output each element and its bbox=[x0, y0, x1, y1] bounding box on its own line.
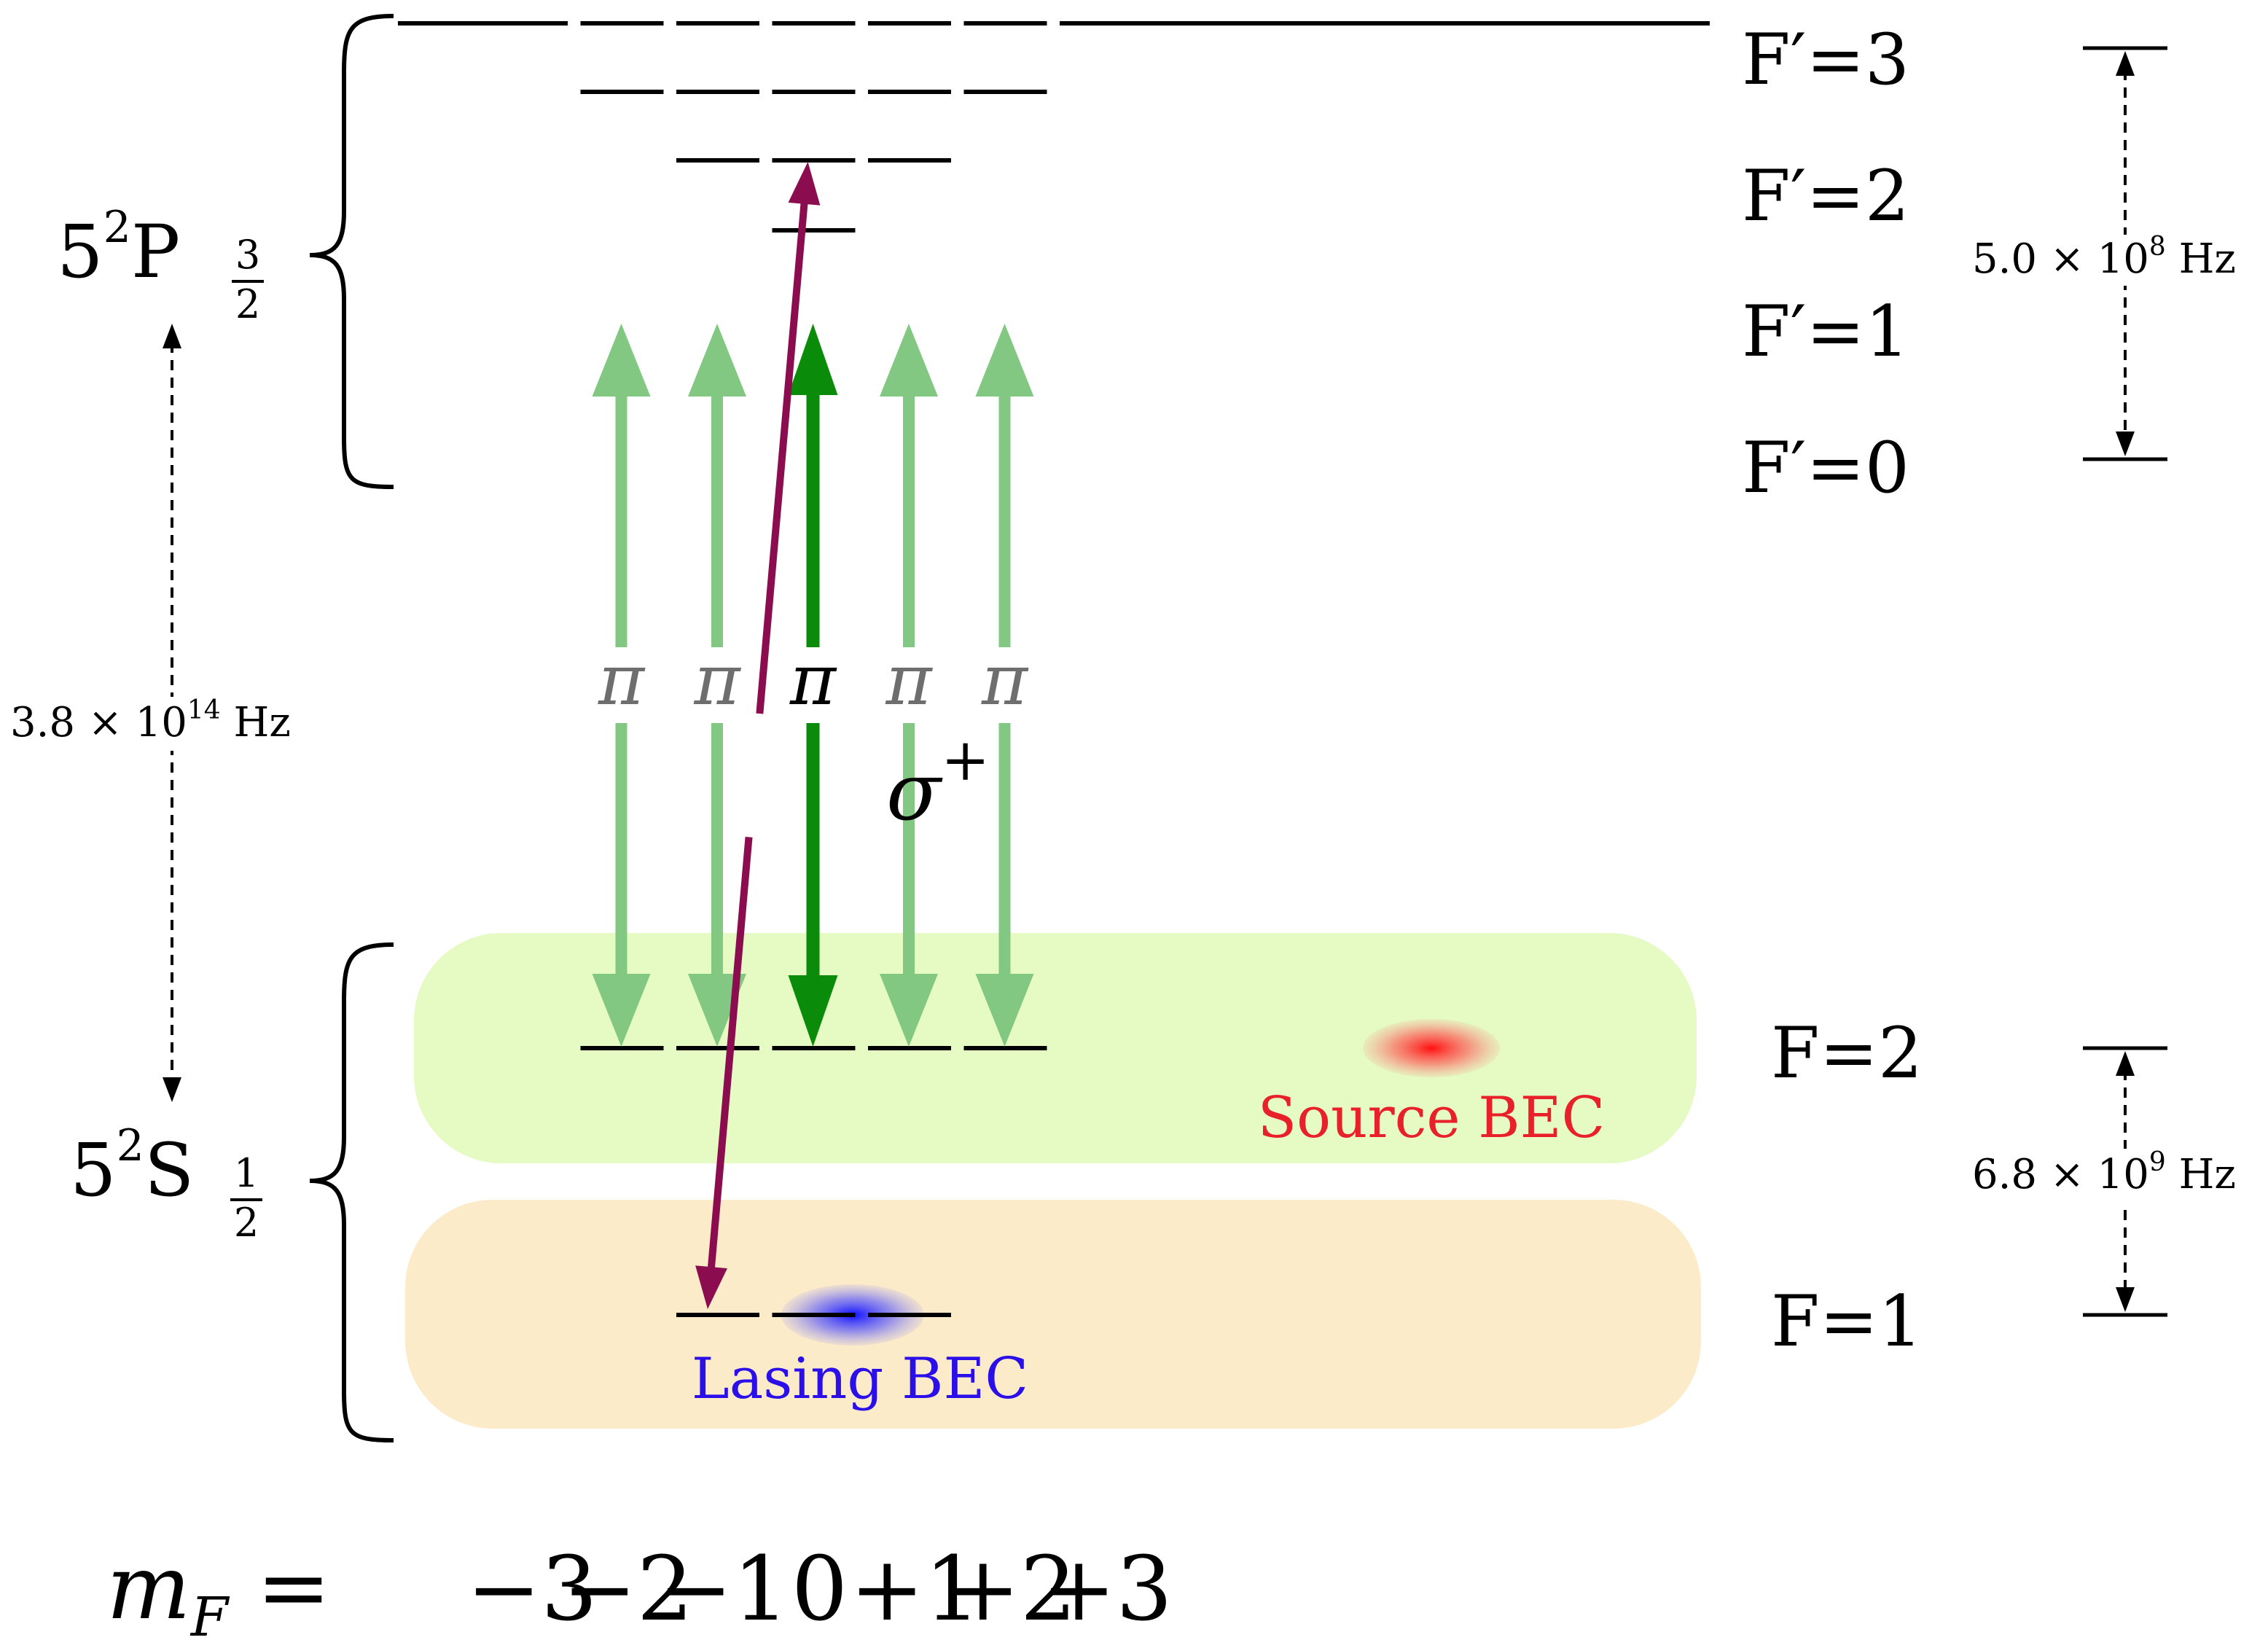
level-label-f2: F=2 bbox=[1771, 1012, 1923, 1094]
upper-manifold-frac-num: 3 bbox=[235, 232, 260, 278]
mf-value: −1 bbox=[658, 1537, 789, 1636]
manifold-braces bbox=[309, 14, 394, 1442]
pi-label: π bbox=[789, 639, 837, 721]
lower-hf-frequency-label: 6.8 × 109 Hz bbox=[1972, 1147, 2236, 1198]
lower-manifold-frac-den: 2 bbox=[234, 1200, 259, 1246]
upper-hf-label-bg bbox=[1972, 235, 2264, 286]
sigma-transition-arrow bbox=[695, 162, 821, 1309]
sigma-label: σ+ bbox=[886, 726, 990, 838]
pi-arrow-head-up bbox=[975, 324, 1034, 397]
mf-axis-label: mF = bbox=[106, 1536, 331, 1636]
level-lines bbox=[398, 21, 1710, 1317]
pi-transition: π bbox=[880, 324, 938, 1047]
source-bec-cloud bbox=[1363, 1019, 1500, 1077]
mf-value: −2 bbox=[563, 1537, 694, 1636]
pi-arrow-head-up bbox=[880, 324, 938, 397]
dimension-arrowhead bbox=[2116, 432, 2135, 456]
frequency-dimensions bbox=[7, 46, 2264, 1317]
lower-hf-label-bg bbox=[1972, 1149, 2264, 1203]
pi-transition: π bbox=[592, 324, 651, 1047]
pi-arrow-head-up bbox=[788, 324, 838, 395]
sigma-arrow-lower-shaft bbox=[707, 837, 753, 1272]
pi-transition-highlight: π bbox=[788, 324, 838, 1047]
f1-band bbox=[405, 1200, 1701, 1429]
pi-transition: π bbox=[975, 324, 1034, 1047]
pi-label: π bbox=[598, 639, 646, 721]
sigma-arrow-head bbox=[695, 1265, 727, 1309]
dimension-arrowhead bbox=[2116, 1287, 2135, 1312]
dimension-arrowhead bbox=[163, 1077, 181, 1102]
lower-manifold-frac-num: 1 bbox=[234, 1150, 259, 1196]
lasing-bec-label: Lasing BEC bbox=[692, 1346, 1028, 1412]
source-bec-label: Source BEC bbox=[1258, 1085, 1606, 1151]
upper-manifold-label: 52P bbox=[57, 202, 180, 294]
upper-manifold-brace bbox=[309, 14, 394, 489]
pi-arrow-head-down bbox=[880, 974, 938, 1047]
pi-label: π bbox=[693, 639, 741, 721]
level-label-fp3: F′=3 bbox=[1742, 19, 1909, 101]
lower-manifold-label: 52S bbox=[70, 1120, 194, 1213]
sigma-arrow-head bbox=[788, 162, 821, 206]
pi-arrow-head-down bbox=[788, 975, 838, 1047]
pi-arrow-head-up bbox=[592, 324, 651, 397]
pi-transition: π bbox=[688, 324, 746, 1047]
pi-arrow-head-down bbox=[975, 974, 1034, 1047]
optical-frequency-label: 3.8 × 1014 Hz bbox=[10, 695, 291, 746]
pi-label: π bbox=[981, 639, 1029, 721]
level-label-fp0: F′=0 bbox=[1742, 427, 1909, 509]
sigma-arrow-upper-shaft bbox=[756, 199, 808, 714]
lower-manifold-brace bbox=[309, 942, 394, 1442]
dimension-arrowhead bbox=[2116, 51, 2135, 76]
mf-value: +2 bbox=[946, 1537, 1077, 1636]
level-label-fp1: F′=1 bbox=[1742, 291, 1909, 372]
dimension-arrowhead bbox=[163, 324, 181, 348]
pi-label: π bbox=[885, 639, 933, 721]
upper-manifold-frac-den: 2 bbox=[235, 281, 260, 327]
optical-label-bg bbox=[7, 697, 328, 751]
level-label-fp2: F′=2 bbox=[1742, 155, 1909, 237]
mf-value: 0 bbox=[791, 1537, 848, 1636]
mf-value: −3 bbox=[466, 1537, 598, 1636]
pi-arrow-head-up bbox=[688, 324, 746, 397]
upper-hf-frequency-label: 5.0 × 108 Hz bbox=[1972, 232, 2236, 283]
mf-value: +3 bbox=[1041, 1537, 1173, 1636]
level-label-f1: F=1 bbox=[1771, 1281, 1923, 1362]
dimension-arrowhead bbox=[2116, 1051, 2135, 1076]
pi-arrow-head-down bbox=[592, 974, 651, 1047]
mf-value: +1 bbox=[850, 1537, 981, 1636]
